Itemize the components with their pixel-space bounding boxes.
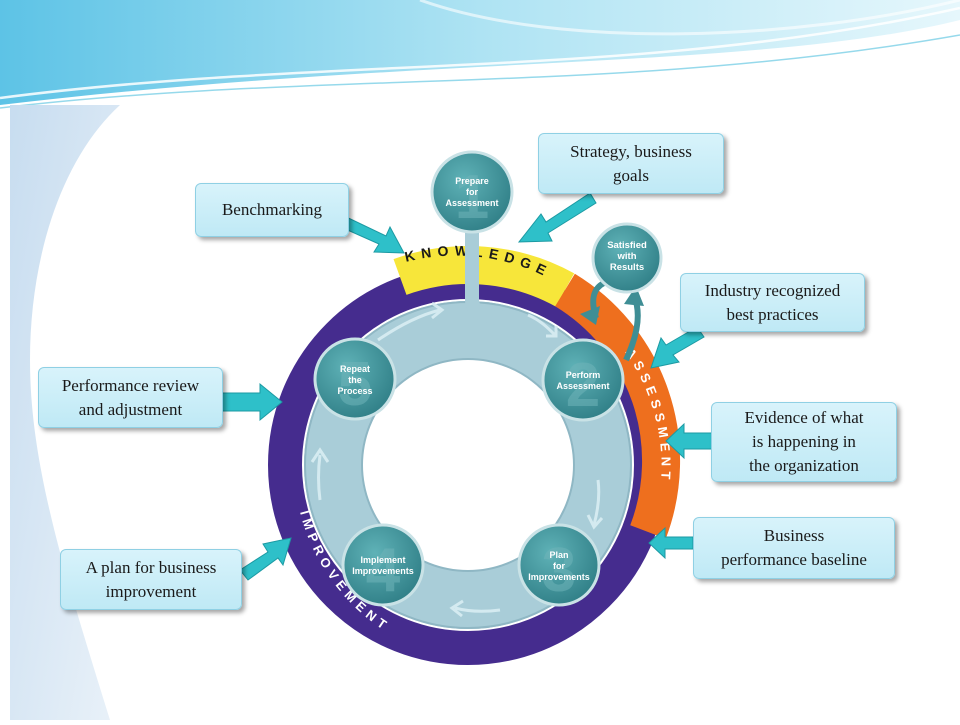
callout-strategy-text: Strategy, business goals — [570, 141, 692, 185]
flow-arrows — [310, 301, 604, 618]
arrow-industry — [650, 326, 705, 369]
left-decoration — [10, 105, 120, 720]
header-decoration — [0, 0, 960, 109]
step-3-number: 3 — [542, 536, 576, 605]
arrow-review — [221, 382, 283, 422]
callout-baseline: Business performance baseline — [693, 517, 895, 579]
callout-arrows — [221, 192, 713, 581]
callout-baseline-text: Business performance baseline — [721, 526, 867, 569]
arrow-baseline — [648, 526, 694, 560]
step-1-number: 1 — [455, 163, 489, 232]
inner-track — [304, 301, 632, 629]
callout-evidence-text: Evidence of what is happening in the org… — [744, 408, 864, 475]
callout-review: Performance review and adjustment — [38, 367, 223, 428]
callout-review-text: Performance review and adjustment — [61, 375, 200, 419]
callout-strategy: Strategy, business goals — [538, 133, 724, 194]
arrow-evidence — [665, 422, 713, 460]
callout-industry: Industry recognized best practices — [680, 273, 865, 332]
arrow-plan — [239, 537, 292, 581]
step-2-number: 2 — [566, 351, 600, 420]
callout-benchmarking: Benchmarking — [195, 183, 349, 237]
step-5-number: 5 — [338, 350, 372, 419]
center-hole — [364, 361, 572, 569]
callout-industry-text: Industry recognized best practices — [704, 280, 841, 324]
callout-plan-text: A plan for business improvement — [85, 557, 217, 601]
callout-plan: A plan for business improvement — [60, 549, 242, 610]
arrow-strategy — [517, 192, 597, 243]
callout-benchmarking-text: Benchmarking — [221, 200, 323, 219]
callout-evidence: Evidence of what is happening in the org… — [711, 402, 897, 482]
knowledge-band — [393, 246, 575, 307]
step-4-number: 4 — [366, 536, 401, 605]
step1-connector — [465, 226, 511, 325]
